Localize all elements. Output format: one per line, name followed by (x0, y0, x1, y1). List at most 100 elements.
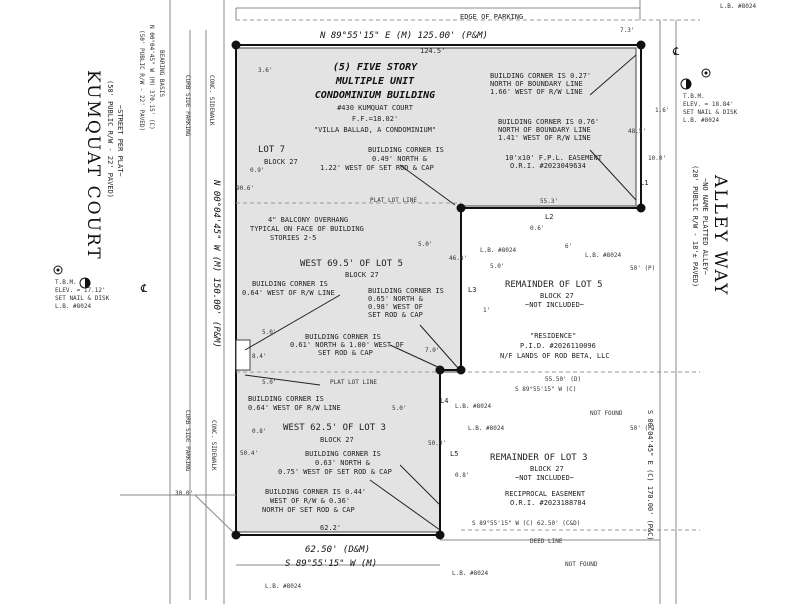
dim-50p2: 50' (P) (630, 425, 655, 432)
villa-name: "VILLA BALLAD, A CONDOMINIUM" (314, 126, 436, 134)
tbm-left-1: T.B.M. (55, 279, 77, 286)
kumquat-sub-1: (50' PUBLIC R/W - 22' PAVED) (106, 80, 114, 198)
deed-line: DEED LINE (530, 538, 563, 545)
note2-3: 1.41' WEST OF R/W LINE (498, 134, 591, 142)
tbm-left-2: ELEV. = 17.12' (55, 287, 106, 294)
monument-mid (456, 203, 466, 213)
dim-73: 7.3' (620, 27, 634, 34)
bottom-bearing-a: 62.50' (D&M) (305, 545, 370, 555)
west62-block: BLOCK 27 (320, 436, 354, 444)
kumquat-sub-2: ~STREET PER PLAT~ (116, 105, 124, 177)
address: #430 KUMQUAT COURT (337, 104, 414, 112)
label-l1: L1 (640, 179, 648, 187)
monument-mid-e (636, 203, 646, 213)
monuments (231, 40, 646, 540)
note11-3: NORTH OF SET ROD & CAP (262, 506, 355, 514)
lb-mid-e: L.B. #8024 (585, 252, 622, 259)
dim-906: 90.6' (236, 185, 254, 192)
dim-08a: 0.8' (252, 428, 266, 435)
residence-3: N/F LANDS OF ROD BETA, LLC (500, 352, 610, 360)
s89-c: S 89°55'15" W (C) (515, 386, 576, 393)
dim-50p: 50' (P) (630, 265, 655, 272)
west69-title: WEST 69.5' OF LOT 5 (300, 259, 403, 269)
rem3-note: ~NOT INCLUDED~ (515, 474, 574, 482)
note5-1: 4" BALCONY OVERHANG (268, 216, 348, 224)
monument-ne (636, 40, 646, 50)
note8-1: BUILDING CORNER IS (305, 333, 381, 341)
lb-sw: L.B. #8024 (265, 583, 302, 590)
left-strip-3: BEARING BASIS (158, 50, 165, 97)
boundary-lines (235, 44, 642, 536)
conc-sidewalk-top: CONC. SIDEWALK (208, 75, 215, 126)
plat-lot-line-1: PLAT LOT LINE (370, 197, 417, 204)
centerline-mark-right-icon: ℄ (672, 45, 680, 58)
lot7-title: LOT 7 (258, 145, 285, 155)
right-bearing: S 00°04'45" E (C) 170.00' (P&C) (646, 410, 654, 541)
dim-70: 7.0' (425, 347, 439, 354)
note6-1: BUILDING CORNER IS (252, 280, 328, 288)
dim-1: 1' (483, 307, 490, 314)
label-l2: L2 (545, 213, 553, 221)
tbm-right-4: L.B. #8024 (683, 117, 720, 124)
not-found-2: NOT FOUND (565, 561, 598, 568)
curb-side-bottom: CURB SIDE PARKING (184, 410, 191, 472)
alley-sub-2: ~NO NAME PLATTED ALLEY~ (701, 178, 709, 275)
note3-1: 10'x10' F.P.L. EASEMENT (505, 154, 603, 162)
kumquat-court: KUMQUAT COURT (83, 70, 103, 261)
note7-4: SET ROD & CAP (368, 311, 423, 319)
dim-50e: 5.0' (392, 405, 406, 412)
note1-2: NORTH OF BOUNDARY LINE (490, 80, 583, 88)
note12-2: O.R.I. #2023188784 (510, 499, 586, 507)
note10-3: 0.75' WEST OF SET ROD & CAP (278, 468, 392, 476)
road-lines (120, 0, 677, 604)
rem5-title: REMAINDER OF LOT 5 (505, 280, 603, 290)
bottom-bearing-b: S 89°55'15" W (M) (285, 559, 377, 569)
rem5-note: ~NOT INCLUDED~ (525, 301, 584, 309)
tbm-symbol-right-icon (680, 68, 711, 90)
note4-1: BUILDING CORNER IS (368, 146, 444, 154)
tbm-left-3: SET NAIL & DISK (55, 295, 110, 302)
centerline-mark-icon: ℄ (140, 282, 148, 295)
s89-d: 55.50' (D) (545, 376, 581, 383)
label-l3: L3 (468, 286, 476, 294)
monument-l4a (435, 365, 445, 375)
rem5-block: BLOCK 27 (540, 292, 574, 300)
lb-l4: L.B. #8024 (455, 403, 492, 410)
note2-1: BUILDING CORNER IS 0.76' (498, 118, 599, 126)
dim-09: 0.9' (250, 167, 264, 174)
west69-block: BLOCK 27 (345, 271, 379, 279)
tbm-right-1: T.B.M. (683, 93, 705, 100)
bottom-dim: 62.2' (320, 524, 341, 532)
note10-1: BUILDING CORNER IS (305, 450, 381, 458)
monument-l4b (456, 365, 466, 375)
note2-2: NORTH OF BOUNDARY LINE (498, 126, 591, 134)
note10-2: 0.63' NORTH & (315, 459, 371, 467)
note1-3: 1.66' WEST OF R/W LINE (490, 88, 583, 96)
residence-1: "RESIDENCE" (530, 332, 576, 340)
residence-2: P.I.D. #2026110096 (520, 342, 596, 350)
dim-50d: 5.0' (262, 379, 276, 386)
leader-lines (244, 54, 637, 531)
dim-50a: 5.0' (418, 241, 432, 248)
top-bearing: N 89°55'15" E (M) 125.00' (P&M) (319, 31, 488, 41)
note4-2: 0.49' NORTH & (372, 155, 428, 163)
edge-of-parking: EDGE OF PARKING (460, 13, 523, 21)
note3-2: O.R.I. #2023049634 (510, 162, 586, 170)
rem3-title: REMAINDER OF LOT 3 (490, 453, 588, 463)
headline-line-2: MULTIPLE UNIT (335, 76, 415, 87)
not-found-1: NOT FOUND (590, 410, 623, 417)
dim-06: 0.6' (530, 225, 544, 232)
top-dim: 124.5' (420, 47, 445, 55)
note11-2: WEST OF R/W & 0.36' (270, 497, 350, 505)
monument-se (435, 530, 445, 540)
note5-3: STORIES 2-5 (270, 234, 316, 242)
lot7-block: BLOCK 27 (264, 158, 298, 166)
label-l5: L5 (450, 450, 458, 458)
dim-100: 10.0' (648, 155, 666, 162)
left-strip-2: N 00°04'45" W (M) 370.15' (C) (148, 25, 155, 130)
dim-36: 3.6' (258, 67, 272, 74)
dim-500: 50.0' (428, 440, 446, 447)
note7-3: 0.98' WEST OF (368, 303, 423, 311)
west62-title: WEST 62.5' OF LOT 3 (283, 423, 386, 433)
